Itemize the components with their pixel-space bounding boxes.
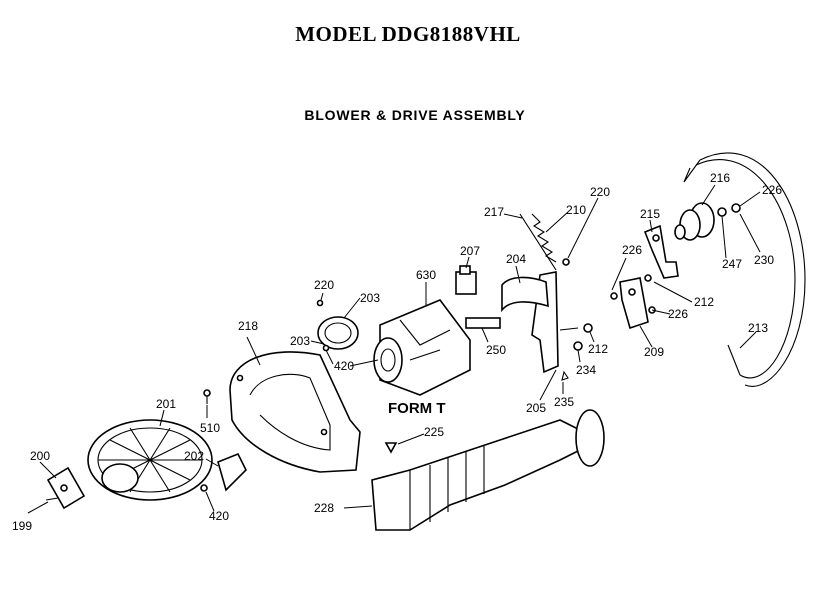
clip-204 <box>501 276 549 313</box>
idler-pulley-216 <box>674 202 741 241</box>
callout-220-left: 220 <box>314 278 334 292</box>
callout-202: 202 <box>184 449 204 463</box>
callout-226-right: 226 <box>762 183 782 197</box>
callout-200: 200 <box>30 449 50 463</box>
screw-510 <box>203 389 211 404</box>
callout-209: 209 <box>644 345 664 359</box>
callout-220-right: 220 <box>590 185 610 199</box>
callout-212-motor: 212 <box>588 342 608 356</box>
callout-420-lower: 420 <box>209 509 229 523</box>
callout-212-bracket: 212 <box>694 295 714 309</box>
callout-230: 230 <box>754 253 774 267</box>
callout-205: 205 <box>526 401 546 415</box>
callout-199: 199 <box>12 519 32 533</box>
plate-200 <box>45 466 86 510</box>
callout-235: 235 <box>554 395 574 409</box>
callout-630: 630 <box>416 268 436 282</box>
form-label: FORM T <box>388 400 446 417</box>
callout-226-left: 226 <box>622 243 642 257</box>
callout-216: 216 <box>710 171 730 185</box>
exhaust-duct-228 <box>371 409 605 531</box>
blower-housing-218 <box>229 351 361 473</box>
callout-217: 217 <box>484 205 504 219</box>
callout-510: 510 <box>200 421 220 435</box>
blower-wheel-201 <box>87 419 213 501</box>
callout-215: 215 <box>640 207 660 221</box>
callout-228: 228 <box>314 501 334 515</box>
spring-210 <box>519 213 570 271</box>
clamp-202 <box>200 452 247 492</box>
model-title: MODEL DDG8188VHL <box>295 22 521 46</box>
callout-225: 225 <box>424 425 444 439</box>
screw-225 <box>384 442 398 454</box>
ring-203 <box>316 299 359 352</box>
idler-arm-215 <box>643 224 679 279</box>
callout-234: 234 <box>576 363 596 377</box>
callout-213: 213 <box>748 321 768 335</box>
section-title: BLOWER & DRIVE ASSEMBLY <box>304 107 526 123</box>
leader-lines <box>27 184 761 514</box>
callout-420-motor: 420 <box>334 359 354 373</box>
switch-207 <box>455 265 477 295</box>
callout-218: 218 <box>238 319 258 333</box>
motor-630 <box>349 299 501 396</box>
callout-201: 201 <box>156 397 176 411</box>
callout-203-lower: 203 <box>290 334 310 348</box>
callout-labels: 199 200 201 202 420 510 218 220 203 203 … <box>12 171 782 533</box>
bracket-209 <box>610 274 656 330</box>
callout-226-bracket: 226 <box>668 307 688 321</box>
callout-207: 207 <box>460 244 480 258</box>
callout-204: 204 <box>506 252 526 266</box>
callout-210: 210 <box>566 203 586 217</box>
callout-250: 250 <box>486 343 506 357</box>
callout-247: 247 <box>722 257 742 271</box>
drum-213 <box>683 152 806 387</box>
callout-203-upper: 203 <box>360 291 380 305</box>
